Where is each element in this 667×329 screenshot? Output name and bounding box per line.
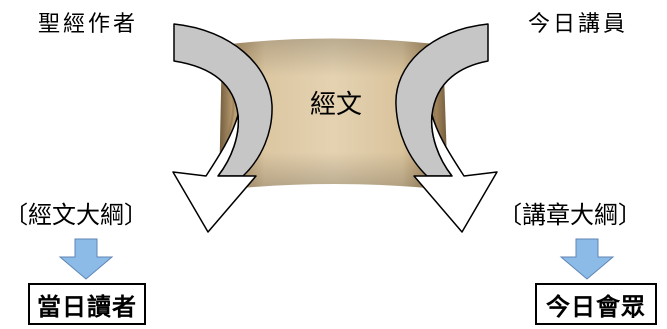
left-down-arrow-icon	[60, 239, 112, 279]
scripture-text-label: 經文	[310, 92, 362, 118]
scripture-author-label: 聖經作者	[38, 14, 138, 36]
scripture-outline-label: 〔經文大綱〕	[4, 203, 148, 227]
today-speaker-label: 今日講員	[528, 14, 628, 36]
original-readers-box: 當日讀者	[28, 283, 146, 325]
right-down-arrow-icon	[561, 239, 613, 279]
sermon-outline-label: 〔講章大綱〕	[498, 203, 642, 227]
today-audience-box: 今日會眾	[535, 283, 657, 325]
